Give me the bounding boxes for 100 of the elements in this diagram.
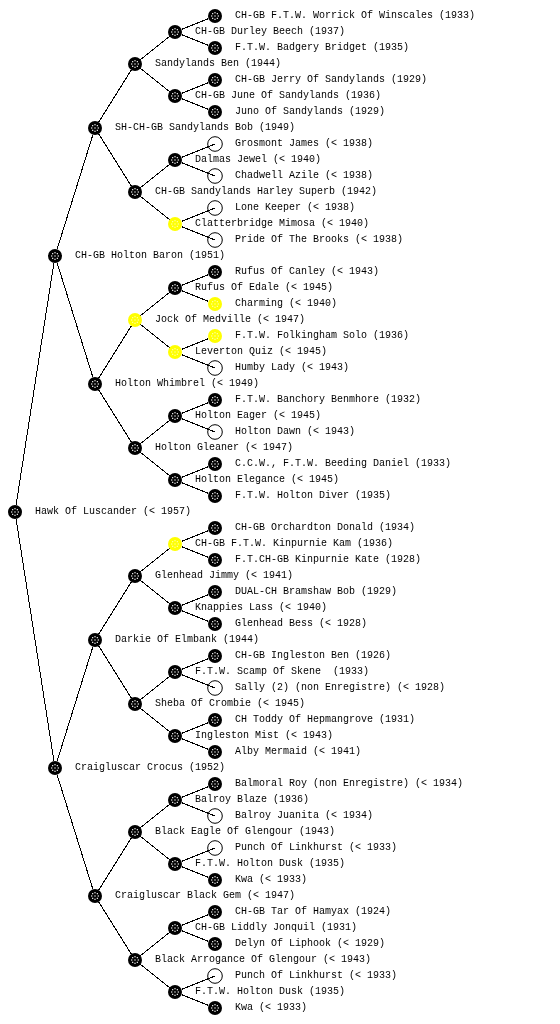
connector-line [15,262,55,506]
name-label: Glenhead Jimmy (< 1941) [155,570,294,582]
connector-line [139,195,171,221]
connector-line [181,546,209,558]
name-label: CH-GB Tar Of Hamyax (1924) [235,906,392,918]
connector-line [181,610,209,622]
name-label: Craigluscar Crocus (1952) [75,762,226,774]
name-label: CH-GB Liddly Jonquil (1931) [195,922,358,934]
name-label: Black Eagle Of Glengour (1943) [155,826,336,838]
name-label: C.C.W., F.T.W. Beeding Daniel (1933) [235,458,452,470]
connector-line [56,646,94,762]
connector-line [181,978,209,990]
connector-line [139,35,171,61]
name-label: Glenhead Bess (< 1928) [235,618,368,630]
name-label: Balroy Blaze (1936) [195,794,310,806]
connector-line [181,18,209,30]
connector-line [98,69,132,123]
name-label: Balmoral Roy (non Enregistre) (< 1934) [235,778,464,790]
connector-line [181,210,209,222]
connector-line [98,389,132,443]
connector-line [181,914,209,926]
name-label: CH-GB Jerry Of Sandylands (1929) [235,74,428,86]
connector-line [181,418,209,430]
name-label: F.T.W. Holton Dusk (1935) [195,858,346,870]
connector-line [181,530,209,542]
connector-line [181,994,209,1006]
connector-line [56,774,94,890]
name-label: Punch Of Linkhurst (< 1933) [235,970,398,982]
name-label: Alby Mermaid (< 1941) [235,746,362,758]
connector-line [181,786,209,798]
name-label: Sally (2) (non Enregistre) (< 1928) [235,682,446,694]
connector-line [181,930,209,942]
connector-line [98,325,132,379]
name-label: CH-GB June Of Sandylands (1936) [195,90,382,102]
name-label: Black Arrogance Of Glengour (< 1943) [155,954,372,966]
connector-line [139,67,171,93]
name-label: F.T.W. Banchory Benmhore (1932) [235,394,422,406]
connector-line [181,34,209,46]
connector-line [181,290,209,302]
name-label: Holton Gleaner (< 1947) [155,442,294,454]
name-label: SH-CH-GB Sandylands Bob (1949) [115,122,296,134]
name-label: F.T.W. Holton Dusk (1935) [195,986,346,998]
name-label: F.T.W. Folkingham Solo (1936) [235,330,410,342]
connector-line [139,707,171,733]
connector-line [56,262,94,378]
name-label: Charming (< 1940) [235,298,338,310]
name-label: CH-GB Sandylands Harley Superb (1942) [155,186,378,198]
connector-line [98,133,132,187]
connector-line [181,146,209,158]
connector-line [181,482,209,494]
connector-line [181,674,209,686]
connector-line [98,901,132,955]
connector-line [139,835,171,861]
connector-line [15,518,55,762]
connector-line [139,579,171,605]
name-label: Clatterbridge Mimosa (< 1940) [195,218,370,230]
name-label: Sheba Of Crombie (< 1945) [155,698,306,710]
name-label: CH-GB Ingleston Ben (1926) [235,650,392,662]
name-label: Ingleston Mist (< 1943) [195,730,334,742]
connector-line [139,803,171,829]
name-label: Rufus Of Edale (< 1945) [195,282,334,294]
connector-line [181,850,209,862]
connector-line [139,963,171,989]
connector-line [139,163,171,189]
connector-line [181,466,209,478]
connector-line [181,162,209,174]
name-label: Rufus Of Canley (< 1943) [235,266,380,278]
connector-line [139,419,171,445]
connector-line [181,722,209,734]
name-label: Craigluscar Black Gem (< 1947) [115,890,296,902]
connector-line [139,451,171,477]
name-label: Sandylands Ben (1944) [155,58,282,70]
name-label: Dalmas Jewel (< 1940) [195,154,322,166]
connector-line [139,323,171,349]
connector-line [181,802,209,814]
name-label: Holton Dawn (< 1943) [235,426,356,438]
connector-line [98,581,132,635]
name-label: Juno Of Sandylands (1929) [235,106,386,118]
connector-line [181,98,209,110]
name-label: Holton Eager (< 1945) [195,410,322,422]
name-label: Pride Of The Brooks (< 1938) [235,234,404,246]
name-label: Knappies Lass (< 1940) [195,602,328,614]
name-label: Grosmont James (< 1938) [235,138,374,150]
connector-line [181,866,209,878]
connector-line [139,675,171,701]
connector-line [56,134,94,250]
name-label: Delyn Of Liphook (< 1929) [235,938,386,950]
name-label: Balroy Juanita (< 1934) [235,810,374,822]
connector-line [181,658,209,670]
connector-line [181,738,209,750]
name-label: CH-GB Orchardton Donald (1934) [235,522,416,534]
name-label: F.T.W. Badgery Bridget (1935) [235,42,410,54]
name-label: Lone Keeper (< 1938) [235,202,356,214]
connector-line [181,594,209,606]
name-label: Kwa (< 1933) [235,1002,307,1014]
connector-line [98,837,132,891]
name-label: DUAL-CH Bramshaw Bob (1929) [235,586,398,598]
connector-line [98,645,132,699]
connector-line [181,338,209,350]
connector-line [139,931,171,957]
